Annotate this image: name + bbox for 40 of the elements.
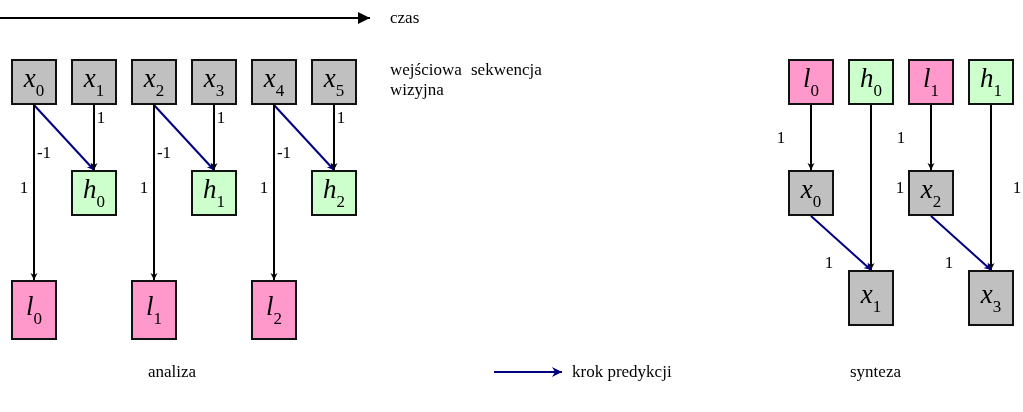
arrow [153, 104, 215, 171]
input-box: x$_{1}$ [848, 270, 894, 326]
lowpass-box: l$_{2}$ [251, 280, 297, 340]
note-text: wejściowa sekwencja wizyjna [390, 60, 543, 101]
input-box: x$_{1}$ [71, 59, 117, 105]
note-text: synteza [850, 362, 901, 383]
highpass-box: h$_{0}$ [71, 170, 117, 216]
arrow [30, 104, 38, 281]
arrow [810, 215, 872, 271]
lowpass-box: l$_{1}$ [908, 59, 954, 105]
arrow [90, 104, 98, 171]
lowpass-box: l$_{0}$ [788, 59, 834, 105]
highpass-box: h$_{2}$ [311, 170, 357, 216]
arrow [807, 104, 815, 171]
arrow [210, 104, 218, 171]
arrow [150, 104, 158, 281]
arrow [867, 104, 875, 271]
highpass-box: h$_{1}$ [191, 170, 237, 216]
lowpass-box: l$_{0}$ [11, 280, 57, 340]
arrow [273, 104, 335, 171]
input-box: x$_{4}$ [251, 59, 297, 105]
lowpass-box: l$_{1}$ [131, 280, 177, 340]
arrow [930, 215, 992, 271]
highpass-box: h$_{0}$ [848, 59, 894, 105]
input-box: x$_{0}$ [788, 170, 834, 216]
legend-text: krok predykcji [572, 362, 672, 383]
arrow [927, 104, 935, 171]
note-text: czas [390, 8, 420, 29]
highpass-box: h$_{1}$ [968, 59, 1014, 105]
arrow [270, 104, 278, 281]
input-box: x$_{3}$ [191, 59, 237, 105]
input-box: x$_{2}$ [131, 59, 177, 105]
arrow [33, 104, 95, 171]
note-text: analiza [148, 362, 197, 383]
input-box: x$_{0}$ [11, 59, 57, 105]
arrow [987, 104, 995, 271]
arrow [330, 104, 338, 171]
input-box: x$_{5}$ [311, 59, 357, 105]
input-box: x$_{2}$ [908, 170, 954, 216]
input-box: x$_{3}$ [968, 270, 1014, 326]
